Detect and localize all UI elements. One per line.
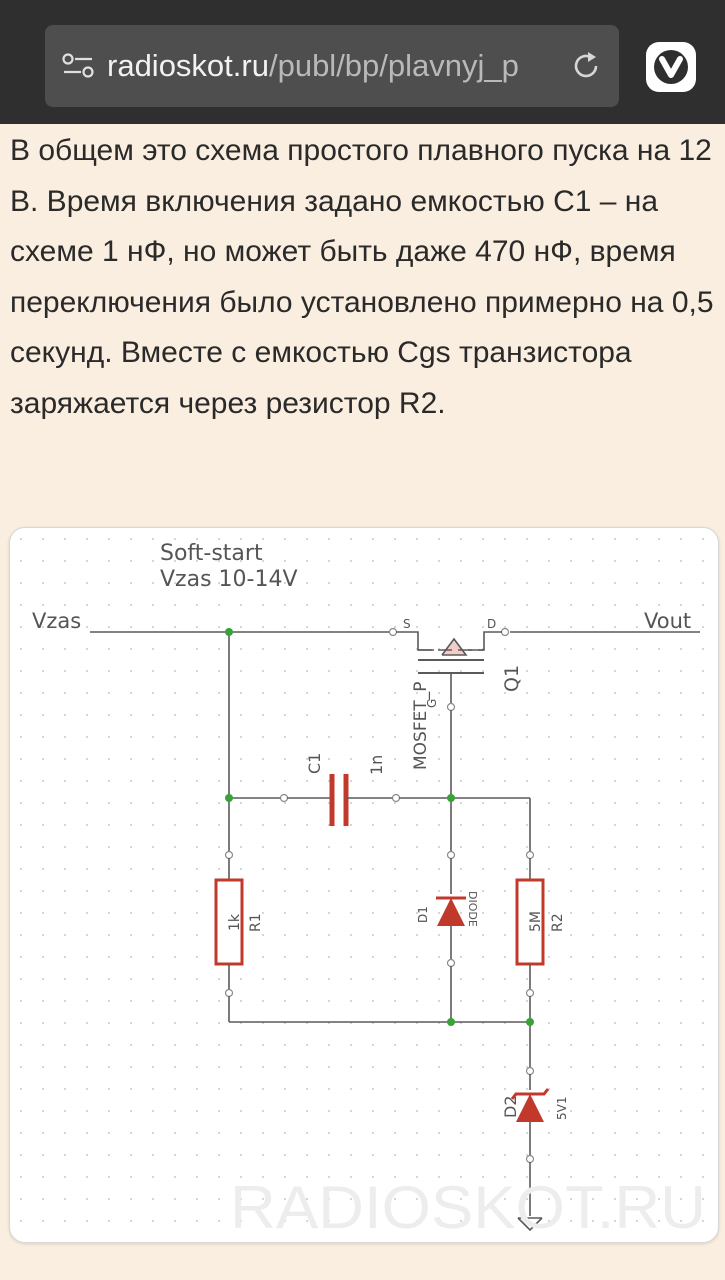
vivaldi-v-icon [654,50,688,84]
pin-s-label: S [403,617,411,631]
capacitor-c1: C1 1n [229,753,451,826]
reload-icon[interactable] [569,49,603,83]
vivaldi-logo-icon[interactable] [646,42,696,92]
d2-value-label: 5V1 [555,1097,569,1120]
diode-d1: D1 DIODE [416,850,479,1022]
d1-name-label: D1 [416,906,430,923]
schematic-subtitle: Vzas 10-14V [160,567,298,592]
schematic-title: Soft-start [160,541,263,566]
r1-value-label: 1k [227,913,243,931]
d1-value-label: DIODE [466,891,479,927]
zener-diode-d2: D2 5V1 [501,1066,569,1216]
browser-toolbar: radioskot.ru/publ/bp/plavnyj_p [0,0,725,124]
input-label: Vzas [32,609,81,633]
junction-dot [447,794,455,802]
d2-name-label: D2 [501,1096,520,1119]
r2-name-label: R2 [550,913,566,932]
c1-value-label: 1n [367,755,386,775]
schematic-figure: Soft-start Vzas 10-14V Vzas Vout S D G Q… [9,527,719,1243]
pin-d-label: D [487,617,496,631]
r1-name-label: R1 [248,913,264,932]
tune-icon[interactable] [61,51,95,81]
c1-name-label: C1 [305,753,324,774]
schematic-diagram: Soft-start Vzas 10-14V Vzas Vout S D G Q… [10,528,718,1242]
grid-background [10,528,718,1242]
junction-dot [447,1018,455,1026]
junction-dot [225,628,233,636]
junction-dot [526,1018,534,1026]
q1-name-label: Q1 [501,665,523,692]
junction-dot [225,794,233,802]
r2-value-label: 5M [528,911,544,932]
ground-symbol [517,1217,543,1232]
watermark-text: RADIOSKOT.RU [230,1174,706,1241]
url-path: /publ/bp/plavnyj_p [268,48,519,83]
article-paragraph: В общем это схема простого плавного пуск… [10,134,714,420]
mosfet-q1: S D G Q1 MOSFET_P [388,617,523,771]
address-bar[interactable]: radioskot.ru/publ/bp/plavnyj_p [45,25,619,107]
q1-value-label: MOSFET_P [411,682,431,771]
output-label: Vout [644,609,691,633]
pin-g-label: G [425,699,439,708]
url-text[interactable]: radioskot.ru/publ/bp/plavnyj_p [107,48,547,84]
resistor-r2: 5M R2 [515,850,566,1022]
resistor-r1: 1k R1 [214,850,264,1022]
url-domain: radioskot.ru [107,48,269,83]
